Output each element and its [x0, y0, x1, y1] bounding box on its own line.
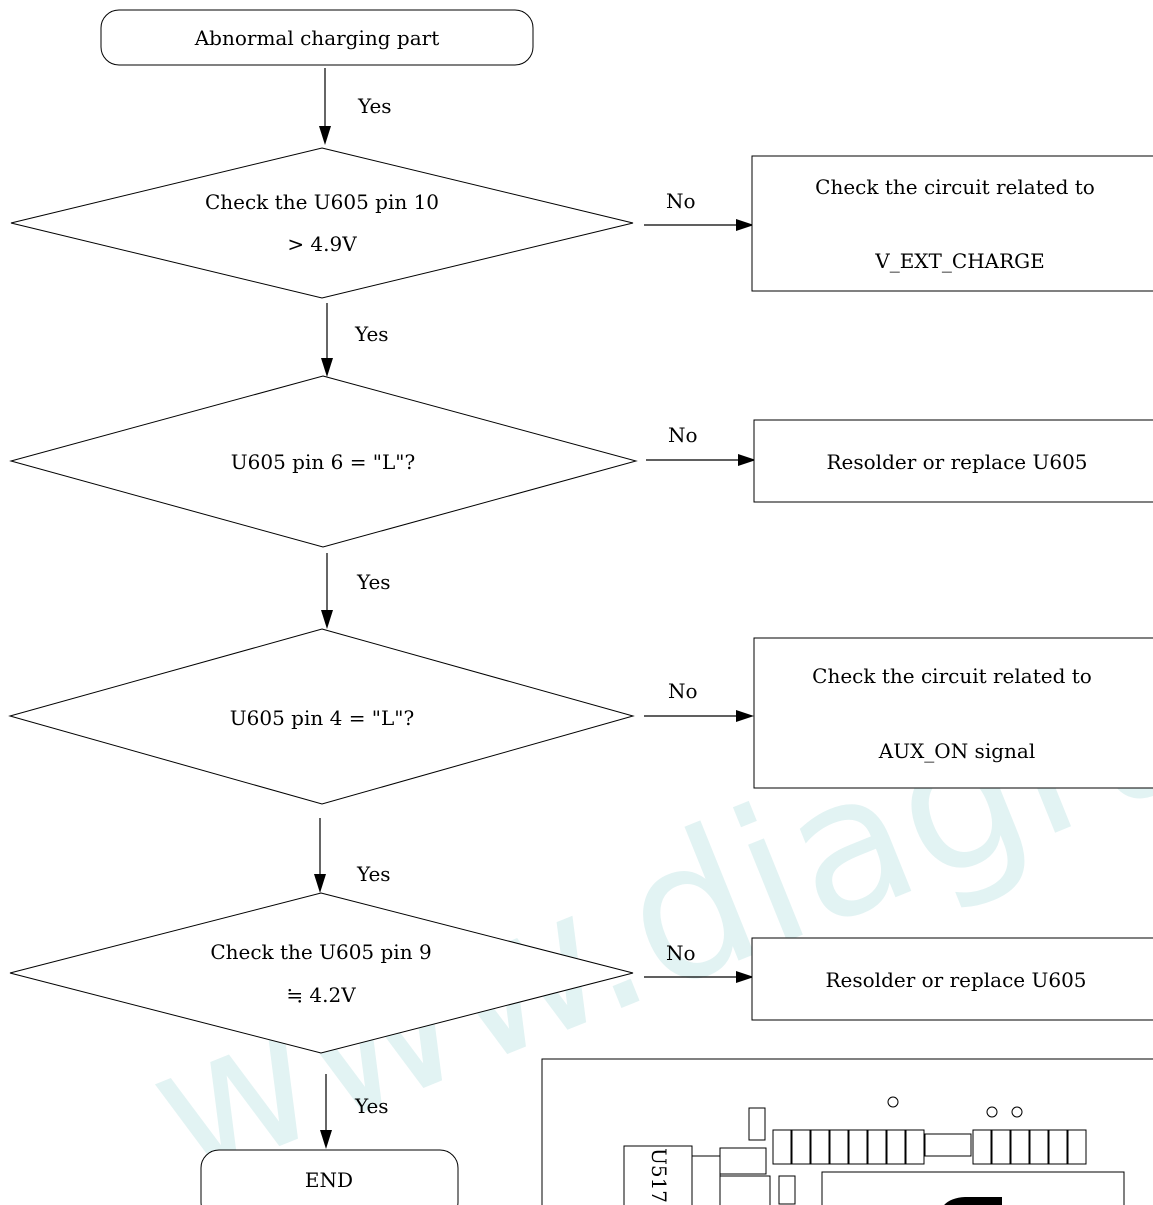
action-4-line1: Resolder or replace U605	[825, 968, 1086, 992]
no-label-4: No	[666, 941, 696, 965]
yes-label-3: Yes	[356, 570, 391, 594]
decision-4-line1: Check the U605 pin 9	[210, 940, 431, 964]
arrow-decision-3-yes: Yes	[314, 818, 391, 893]
action-1-line2: V_EXT_CHARGE	[874, 249, 1044, 273]
decision-3-line1: U605 pin 4 = "L"?	[230, 706, 414, 730]
decision-1-line1: Check the U605 pin 10	[205, 190, 439, 214]
no-label-1: No	[666, 189, 696, 213]
yes-label-5: Yes	[354, 1094, 389, 1118]
decision-4-line2: ≒ 4.2V	[286, 983, 356, 1007]
arrow-decision-2-no: No	[646, 423, 756, 466]
end-node-label: END	[305, 1168, 353, 1192]
start-node-label: Abnormal charging part	[194, 26, 440, 50]
arrow-start-to-decision-1: Yes	[319, 68, 392, 145]
start-node: Abnormal charging part	[100, 9, 534, 66]
decision-1-line2: > 4.9V	[287, 232, 357, 256]
arrow-decision-1-yes: Yes	[321, 303, 389, 377]
decision-1: Check the U605 pin 10 > 4.9V	[10, 147, 634, 299]
arrow-decision-1-no: No	[644, 189, 754, 231]
end-node: END	[200, 1149, 459, 1205]
decision-4: Check the U605 pin 9 ≒ 4.2V	[9, 892, 634, 1054]
action-2: Resolder or replace U605	[753, 419, 1153, 503]
action-3-line1: Check the circuit related to	[812, 664, 1092, 688]
decision-2-line1: U605 pin 6 = "L"?	[231, 450, 415, 474]
action-3-line2: AUX_ON signal	[878, 739, 1035, 763]
no-label-2: No	[668, 423, 698, 447]
action-1-line1: Check the circuit related to	[815, 175, 1095, 199]
action-3: Check the circuit related to AUX_ON sign…	[753, 637, 1153, 789]
arrow-decision-3-no: No	[644, 679, 754, 722]
decision-2: U605 pin 6 = "L"?	[9, 375, 638, 548]
yes-label-1: Yes	[357, 94, 392, 118]
no-label-3: No	[668, 679, 698, 703]
action-1: Check the circuit related to V_EXT_CHARG…	[751, 155, 1153, 292]
arrow-decision-4-no: No	[644, 941, 754, 983]
yes-label-4: Yes	[356, 862, 391, 886]
pcb-label-u517: U517	[647, 1148, 671, 1203]
yes-label-2: Yes	[354, 322, 389, 346]
decision-3: U605 pin 4 = "L"?	[8, 628, 635, 805]
action-2-line1: Resolder or replace U605	[826, 450, 1087, 474]
pcb-layout-image: U517	[541, 1058, 1153, 1205]
arrow-decision-2-yes: Yes	[321, 553, 391, 629]
action-4: Resolder or replace U605	[751, 937, 1153, 1021]
arrow-decision-4-yes: Yes	[320, 1074, 389, 1149]
